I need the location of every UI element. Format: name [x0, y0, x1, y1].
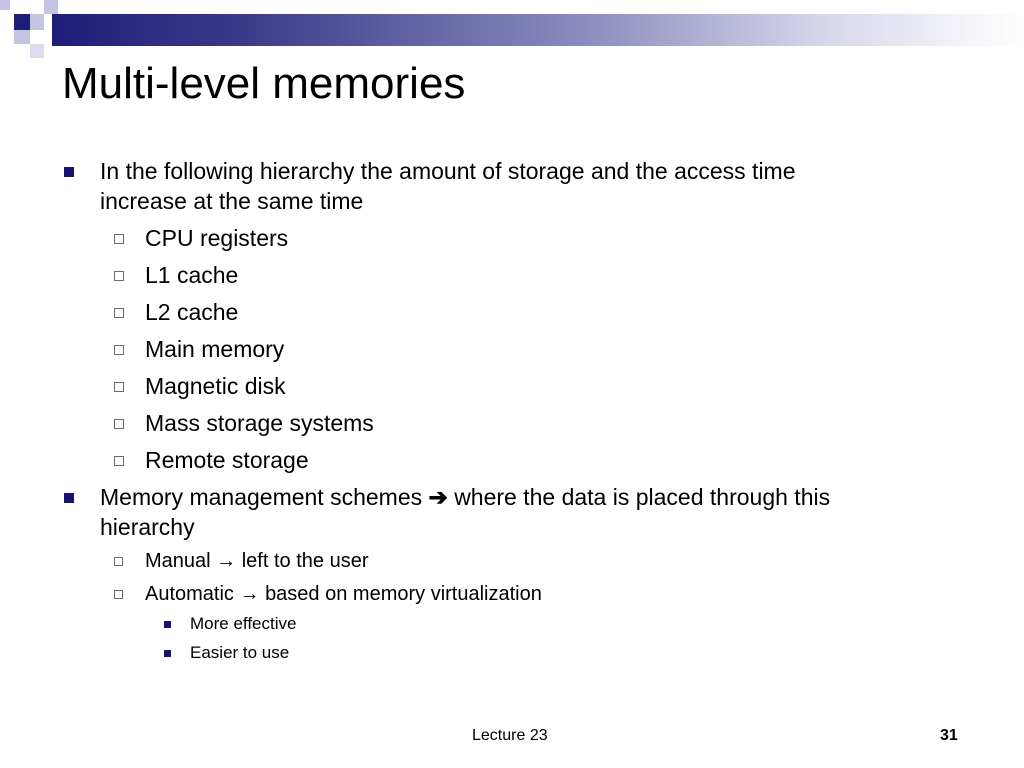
arrow-right-icon: → [239, 583, 260, 605]
footer-lecture-label: Lecture 23 [472, 727, 548, 744]
bullet-text-part: where the data is placed through this [454, 484, 831, 510]
bullet-marker [64, 493, 74, 503]
sub-bullet-marker [114, 456, 124, 466]
bullet-marker [64, 167, 74, 177]
header-square-light [14, 30, 30, 44]
list-item-term: Automatic [145, 583, 234, 605]
page-number: 31 [940, 727, 958, 744]
header-square-dark-small [0, 0, 10, 10]
sub-sub-bullet-marker [164, 650, 171, 657]
list-item: Easier to use [190, 643, 290, 662]
header-square-dark [14, 14, 30, 30]
header-square-mid [44, 0, 58, 14]
list-item: Mass storage systems [145, 410, 374, 436]
list-item-description: left to the user [241, 550, 369, 572]
sub-bullet-marker [114, 271, 124, 281]
list-item-description: based on memory virtualization [265, 583, 542, 605]
sub-bullet-marker [114, 234, 124, 244]
header-gradient-bar [52, 14, 1024, 46]
slide-title: Multi-level memories [62, 59, 466, 108]
list-item: Magnetic disk [145, 373, 286, 399]
list-item: CPU registers [145, 225, 289, 251]
list-item: L1 cache [145, 262, 239, 288]
sub-bullet-marker [114, 419, 124, 429]
sub-bullet-marker [114, 308, 124, 318]
arrow-right-icon: → [216, 550, 237, 572]
sub-bullet-marker [114, 590, 123, 599]
header-square-light [30, 14, 44, 30]
list-item: Main memory [145, 336, 285, 362]
bullet-text: In the following hierarchy the amount of… [100, 158, 796, 184]
list-item-term: Manual [145, 550, 211, 572]
list-item: L2 cache [145, 299, 239, 325]
bullet-text-part: Memory management schemes [100, 484, 423, 510]
arrow-right-icon: ➔ [428, 484, 448, 510]
list-item: Automatic → based on memory virtualizati… [145, 581, 542, 607]
sub-bullet-marker [114, 382, 124, 392]
bullet-text-continued: hierarchy [100, 514, 195, 540]
list-item: Remote storage [145, 447, 309, 473]
sub-bullet-marker [114, 557, 123, 566]
sub-bullet-marker [114, 345, 124, 355]
list-item: Manual → left to the user [145, 548, 368, 574]
bullet-text: Memory management schemes ➔ where the da… [100, 482, 830, 513]
list-item: More effective [190, 614, 297, 633]
bullet-text-continued: increase at the same time [100, 188, 364, 214]
sub-sub-bullet-marker [164, 621, 171, 628]
header-square-pale [30, 44, 44, 58]
